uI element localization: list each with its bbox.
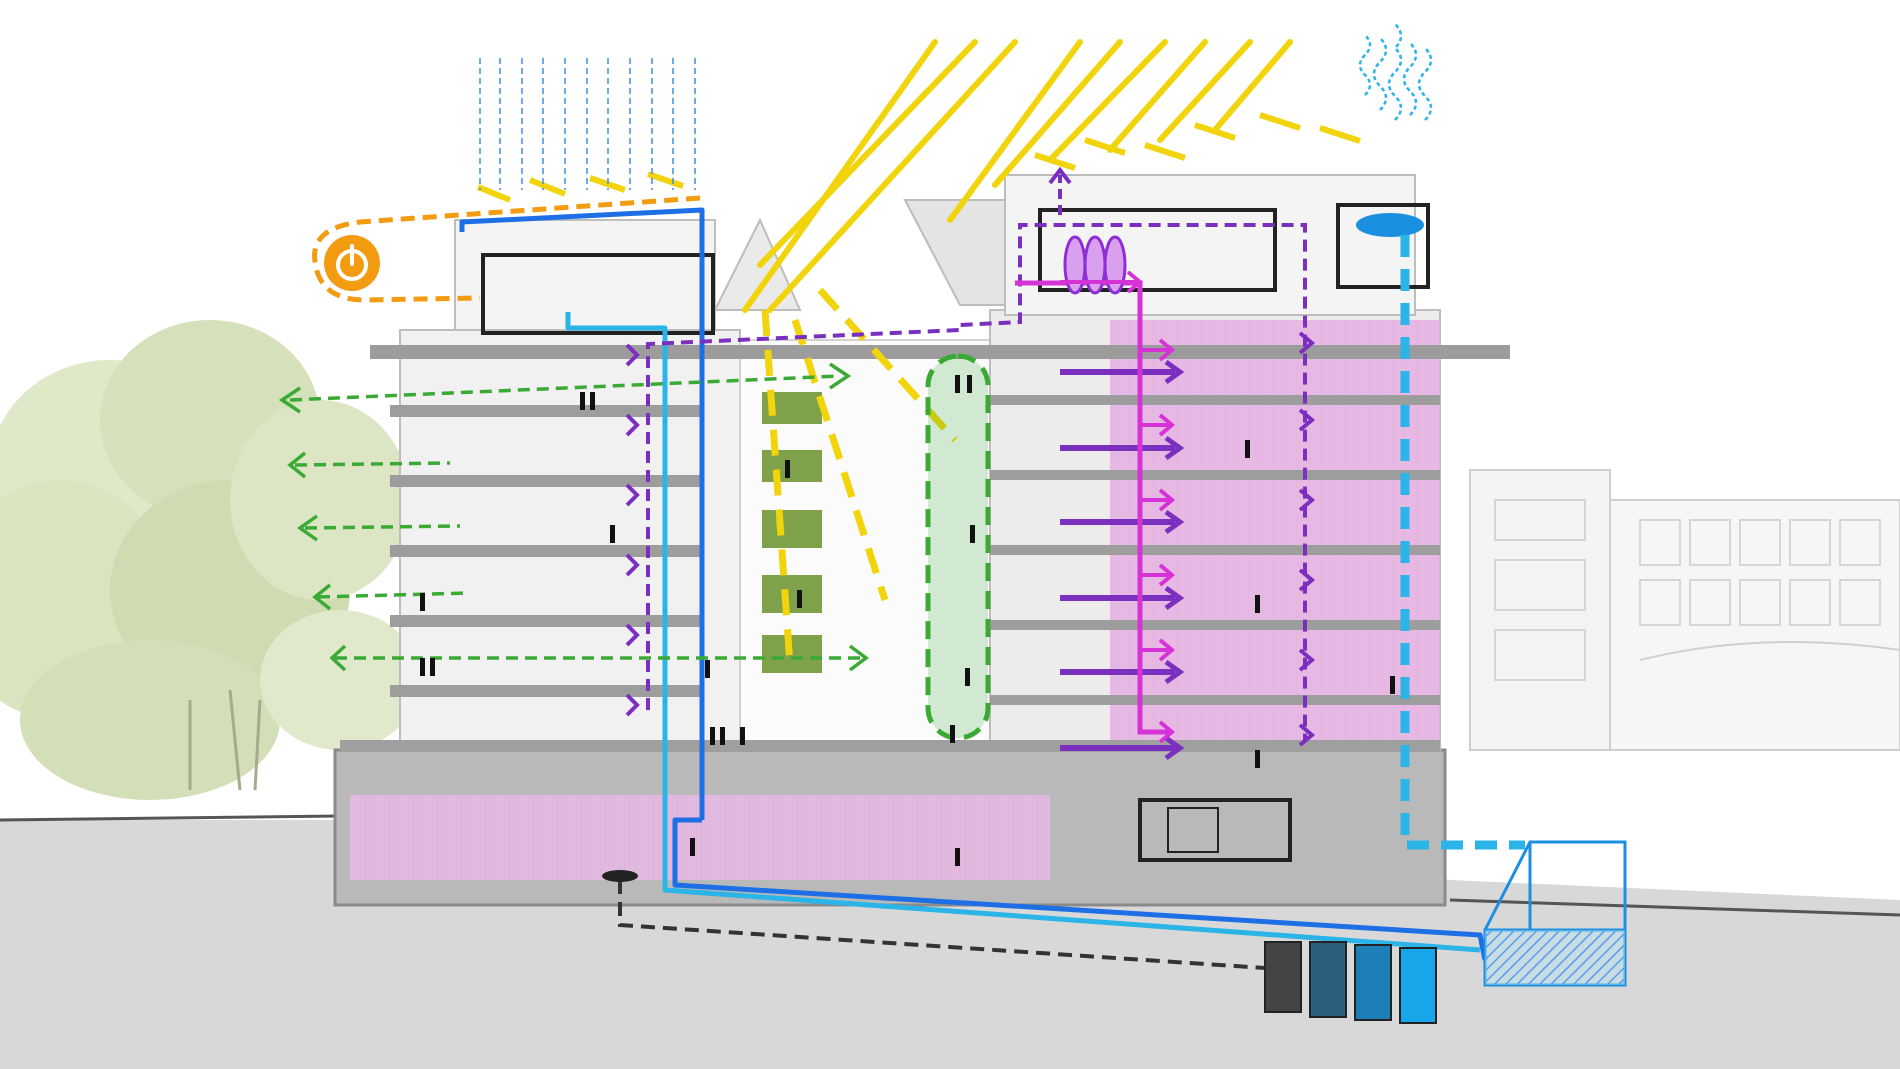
geothermal-line bbox=[618, 880, 1266, 970]
daylighting-rays bbox=[742, 39, 1293, 313]
tank-icon bbox=[1483, 840, 1627, 987]
cooling-tower-frame bbox=[1336, 203, 1430, 289]
roof-mech-left bbox=[481, 253, 715, 335]
people-silhouettes bbox=[420, 375, 1395, 866]
cooling-water-line bbox=[1400, 235, 1525, 850]
neighbor-building bbox=[1469, 469, 1900, 751]
main-building bbox=[333, 174, 1510, 907]
daylighting-dashed bbox=[761, 287, 958, 666]
cooling-tower-basin bbox=[1356, 213, 1424, 237]
fan-coil-icon bbox=[1060, 235, 1144, 295]
solar-power-loop bbox=[312, 195, 701, 303]
rain-icon bbox=[479, 58, 696, 190]
heat-plume-icon bbox=[1358, 23, 1433, 121]
solar-panel-marks bbox=[476, 112, 1361, 203]
air-distribution bbox=[625, 166, 1316, 761]
trees-background bbox=[0, 320, 420, 800]
well-icon bbox=[602, 870, 638, 882]
battery-icon bbox=[1264, 941, 1437, 1024]
ventilation-shaft bbox=[925, 353, 991, 741]
rainwater-pipe bbox=[459, 207, 1488, 961]
roof-mech-right bbox=[1038, 208, 1277, 292]
